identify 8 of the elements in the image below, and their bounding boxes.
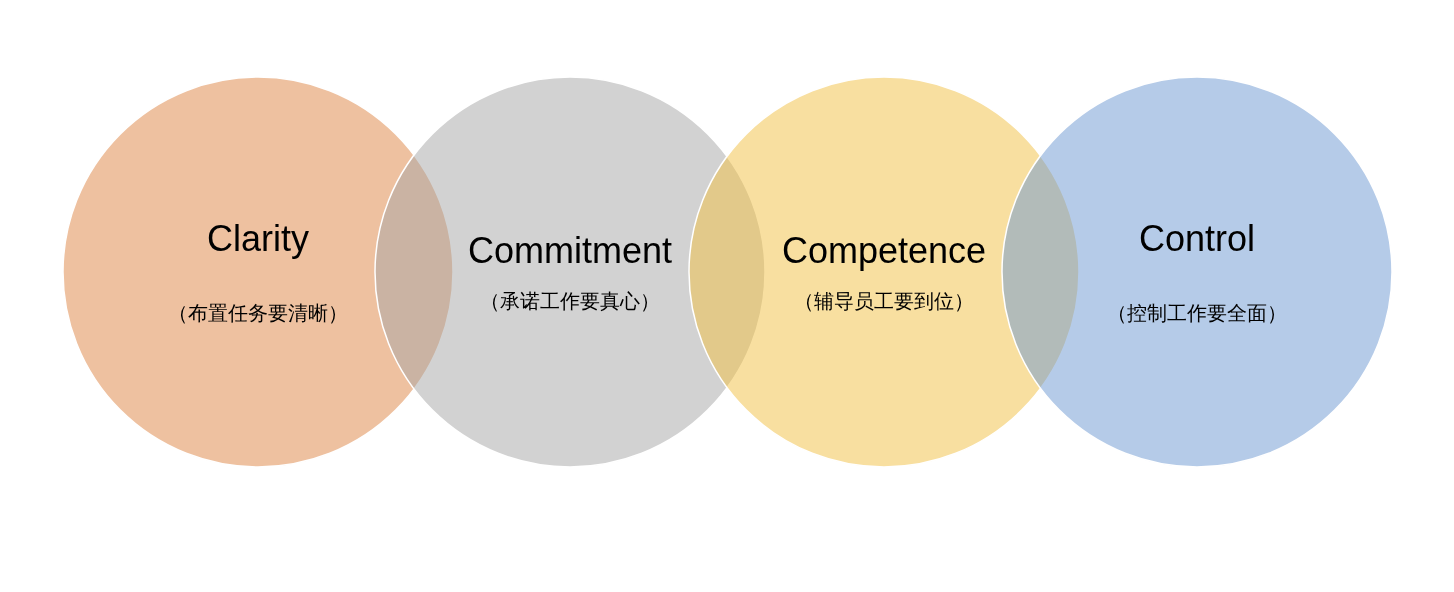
circle-title: Control	[1138, 216, 1256, 261]
circle-subtitle: （布置任务要清晰）	[168, 300, 348, 326]
circle-title: Commitment	[468, 228, 672, 273]
circle-title: Competence	[781, 228, 987, 273]
circle-subtitle: （辅导员工要到位）	[794, 288, 974, 314]
circle-subtitle: （控制工作要全面）	[1107, 300, 1287, 326]
circle-title: Clarity	[207, 216, 309, 261]
circle-subtitle: （承诺工作要真心）	[480, 288, 660, 314]
